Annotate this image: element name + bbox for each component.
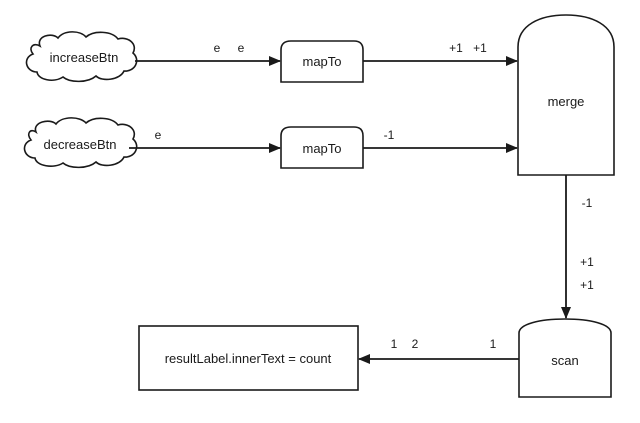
edge-label-map-top-plus1-a: +1 bbox=[449, 41, 463, 55]
result-label-node: resultLabel.innerText = count bbox=[138, 325, 359, 391]
map-to-bottom-label: mapTo bbox=[302, 141, 341, 156]
edge-label-scan-2: 2 bbox=[412, 337, 419, 351]
merge-label: merge bbox=[548, 94, 585, 109]
result-label-box bbox=[138, 325, 359, 391]
map-to-top-shape bbox=[280, 40, 364, 83]
edge-label-decrease-e1: e bbox=[155, 128, 162, 142]
decrease-btn-cloud-shape bbox=[23, 117, 138, 169]
map-to-bottom-shape bbox=[280, 126, 364, 169]
increase-btn-node: increaseBtn bbox=[25, 31, 138, 83]
edge-label-merge-minus1: -1 bbox=[582, 196, 593, 210]
merge-node: merge bbox=[517, 14, 615, 176]
scan-node: scan bbox=[518, 318, 612, 398]
map-to-bottom-node: mapTo bbox=[280, 126, 364, 169]
increase-btn-label: increaseBtn bbox=[50, 50, 119, 65]
merge-shape bbox=[517, 14, 615, 176]
edge-label-scan-1-left: 1 bbox=[391, 337, 398, 351]
edge-label-merge-plus1-a: +1 bbox=[580, 255, 594, 269]
edge-label-merge-plus1-b: +1 bbox=[580, 278, 594, 292]
increase-btn-cloud-shape bbox=[25, 31, 138, 83]
edge-label-increase-e2: e bbox=[238, 41, 245, 55]
edge-label-increase-e1: e bbox=[214, 41, 221, 55]
result-label-text: resultLabel.innerText = count bbox=[165, 351, 332, 366]
scan-shape bbox=[518, 318, 612, 398]
decrease-btn-label: decreaseBtn bbox=[44, 137, 117, 152]
edge-label-scan-1-right: 1 bbox=[490, 337, 497, 351]
edge-label-map-top-plus1-b: +1 bbox=[473, 41, 487, 55]
scan-label: scan bbox=[551, 353, 578, 368]
decrease-btn-node: decreaseBtn bbox=[23, 117, 138, 169]
map-to-top-label: mapTo bbox=[302, 54, 341, 69]
map-to-top-node: mapTo bbox=[280, 40, 364, 83]
edge-label-map-bottom-minus1: -1 bbox=[384, 128, 395, 142]
